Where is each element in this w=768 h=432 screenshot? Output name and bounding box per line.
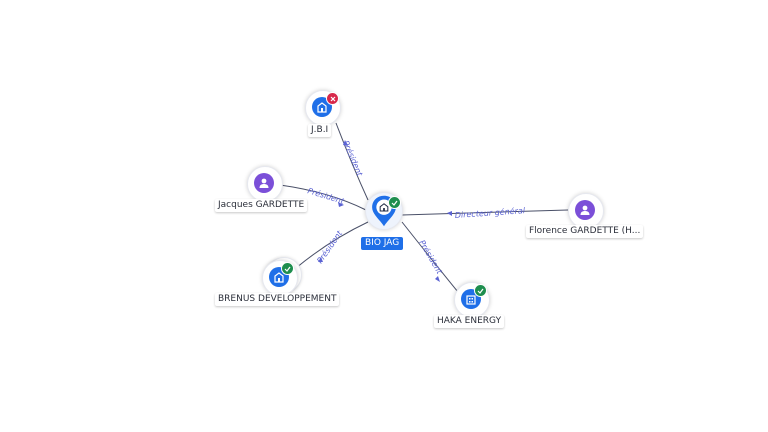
node-label-florence: Florence GARDETTE (H... [526,225,644,238]
node-label-haka: HAKA ENERGY [434,315,505,328]
closed-status-icon [326,92,339,105]
edge-label-florence: Directeur général [454,205,526,220]
node-label-center: BIO JAG [361,237,404,250]
person-icon [575,200,595,220]
active-status-icon [281,262,294,275]
node-label-jacques: Jacques GARDETTE [215,199,308,212]
edge-florence-arrow [447,211,452,216]
edge-jbi[interactable] [335,122,369,201]
edge-label-jbi: Président [341,139,365,178]
active-status-icon [474,284,487,297]
edge-label-haka: Président [417,238,445,276]
edge-brenus[interactable] [295,221,369,269]
edge-jacques-arrow [338,202,344,207]
edge-label-brenus: Président [314,228,344,265]
edge-brenus-arrow [318,257,323,262]
edge-jacques[interactable] [279,184,367,211]
person-icon [254,173,274,193]
node-label-jbi: J.B.I [308,124,332,137]
edge-label-jacques: Président [306,185,346,206]
active-status-icon [388,196,401,209]
node-label-brenus: BRENUS DEVELOPPEMENT [215,293,340,306]
edge-haka[interactable] [401,221,459,293]
edge-jbi-arrow [343,140,348,146]
edge-haka-arrow [435,276,440,282]
edge-florence[interactable] [401,209,569,216]
